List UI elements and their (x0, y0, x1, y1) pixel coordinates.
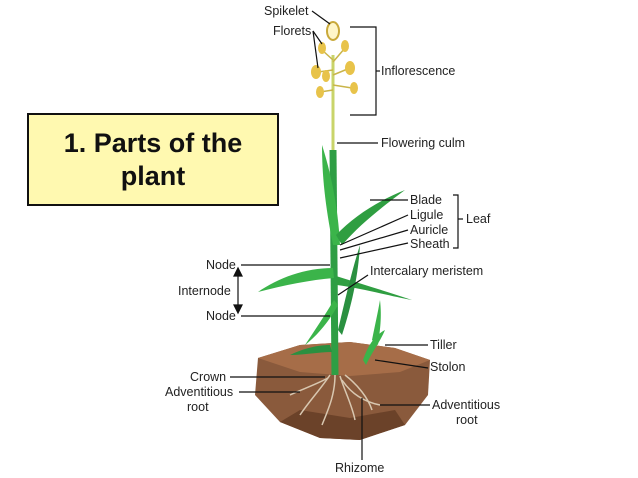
label-adventitious-root-right-2: root (456, 413, 478, 427)
label-node-top: Node (206, 258, 236, 272)
label-adventitious-root-left: Adventitious (165, 385, 233, 399)
labels: Spikelet Florets Inflorescence Flowering… (165, 4, 500, 475)
leaves (258, 145, 412, 365)
culm (329, 55, 339, 376)
label-node-bottom: Node (206, 309, 236, 323)
inflorescence (311, 21, 358, 98)
label-auricle: Auricle (410, 223, 448, 237)
title-box: 1. Parts of the plant (27, 113, 279, 206)
label-crown: Crown (190, 370, 226, 384)
spikelet-icon (326, 21, 340, 41)
label-ligule: Ligule (410, 208, 443, 222)
label-adventitious-root-right: Adventitious (432, 398, 500, 412)
label-leaf: Leaf (466, 212, 491, 226)
label-sheath: Sheath (410, 237, 450, 251)
leader-lines (230, 10, 463, 460)
label-florets: Florets (273, 24, 311, 38)
roots (289, 374, 381, 426)
label-stolon: Stolon (430, 360, 465, 374)
label-flowering-culm: Flowering culm (381, 136, 465, 150)
soil-clod (255, 342, 430, 440)
label-internode: Internode (178, 284, 231, 298)
label-tiller: Tiller (430, 338, 457, 352)
label-adventitious-root-left-2: root (187, 400, 209, 414)
label-spikelet: Spikelet (264, 4, 309, 18)
page-title: 1. Parts of the plant (63, 127, 243, 191)
label-inflorescence: Inflorescence (381, 64, 455, 78)
label-blade: Blade (410, 193, 442, 207)
label-intercalary-meristem: Intercalary meristem (370, 264, 483, 278)
label-rhizome: Rhizome (335, 461, 384, 475)
